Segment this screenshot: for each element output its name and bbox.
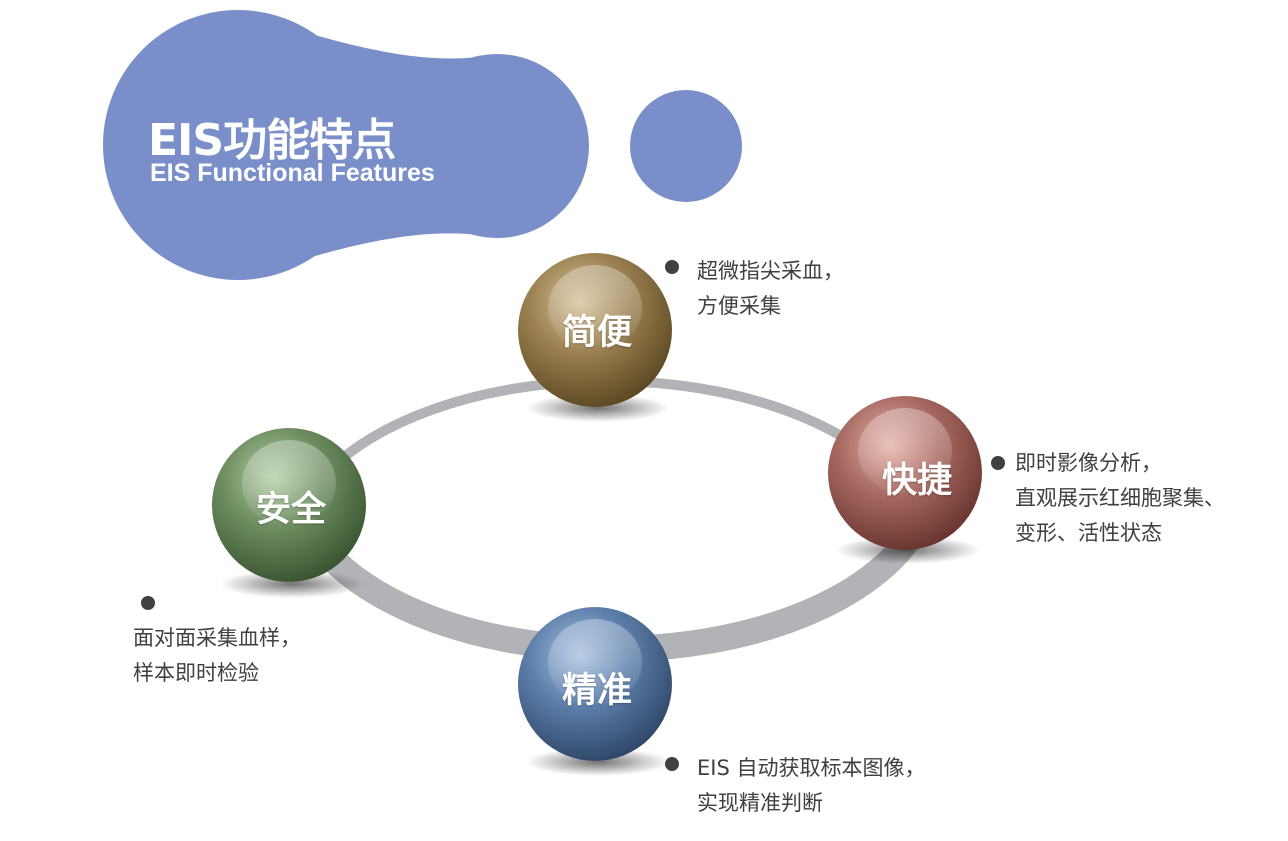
node-description-safe: 面对面采集血样， 样本即时检验 <box>133 621 301 691</box>
bullet-dot <box>141 596 155 610</box>
node-label-precise: 精准 <box>561 671 632 711</box>
node-description-precise: EIS 自动获取标本图像， 实现精准判断 <box>697 751 925 821</box>
bullet-dot <box>665 260 679 274</box>
node-ball-simple <box>518 253 672 422</box>
node-ball-precise <box>518 607 672 776</box>
node-description-fast: 即时影像分析， 直观展示红细胞聚集、 变形、活性状态 <box>1015 446 1225 551</box>
page-subtitle: EIS Functional Features <box>150 159 435 187</box>
description-line: EIS 自动获取标本图像， <box>697 756 926 780</box>
node-label-fast: 快捷 <box>881 461 952 501</box>
bullet-dot <box>991 456 1005 470</box>
header-blob <box>103 10 742 280</box>
header-small-circle <box>630 90 742 202</box>
description-line: 超微指尖采血， <box>697 259 844 283</box>
description-line: 样本即时检验 <box>133 661 259 685</box>
description-line: 方便采集 <box>697 294 781 318</box>
node-ball-fast <box>828 396 982 564</box>
page-title: EIS功能特点 <box>148 115 396 166</box>
bullet-dot <box>665 757 679 771</box>
description-line: 变形、活性状态 <box>1015 521 1162 545</box>
node-label-simple: 简便 <box>561 313 632 353</box>
description-line: 即时影像分析， <box>1015 451 1162 475</box>
description-line: 直观展示红细胞聚集、 <box>1015 486 1225 510</box>
description-line: 实现精准判断 <box>697 791 823 815</box>
node-label-safe: 安全 <box>255 490 326 530</box>
node-ball-safe <box>212 428 366 598</box>
node-description-simple: 超微指尖采血， 方便采集 <box>697 254 844 324</box>
description-line: 面对面采集血样， <box>133 626 301 650</box>
